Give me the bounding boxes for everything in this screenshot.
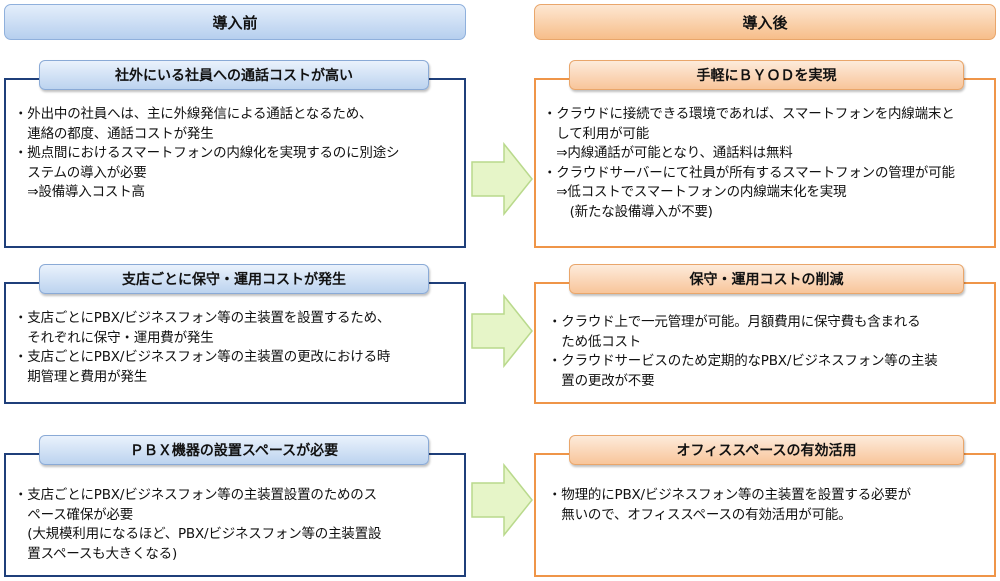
after-title-2: 保守・運用コストの削減: [569, 264, 964, 294]
arrow-shape-2: [471, 294, 533, 368]
arrow-right-icon: [471, 463, 533, 537]
before-title-3: ＰＢＸ機器の設置スペースが必要: [39, 435, 429, 465]
after-box-1: [534, 78, 996, 248]
after-text-2: ・クラウド上で一元管理が可能。月額費用に保守費も含まれる ため低コスト ・クラウ…: [548, 314, 938, 389]
before-title-2: 支店ごとに保守・運用コストが発生: [39, 264, 429, 294]
after-box-2: [534, 282, 996, 404]
after-column-header: 導入後: [534, 4, 996, 40]
after-text-3: ・物理的にPBX/ビジネスフォン等の主装置を設置する必要が 無いので、オフィスス…: [548, 487, 911, 523]
after-title-3: オフィススペースの有効活用: [569, 435, 964, 465]
before-box-2: [4, 282, 466, 404]
before-box-3: [4, 453, 466, 577]
arrow-right-icon: [471, 142, 533, 216]
before-text-1: ・外出中の社員へは、主に外線発信による通話となるため、 連絡の都度、通話コストが…: [14, 106, 400, 200]
before-text-3: ・支店ごとにPBX/ビジネスフォン等の主装置設置のためのス ペース確保が必要 (…: [14, 487, 382, 562]
after-text-1: ・クラウドに接続できる環境であれば、スマートフォンを内線端末と して利用が可能 …: [543, 106, 955, 220]
arrow-right-icon: [471, 294, 533, 368]
arrow-shape-1: [471, 142, 533, 216]
after-title-1: 手軽にＢＹＯＤを実現: [569, 60, 964, 90]
arrow-shape-3: [471, 463, 533, 537]
before-column-header: 導入前: [4, 4, 466, 40]
before-text-2: ・支店ごとにPBX/ビジネスフォン等の主装置を設置するため、 それぞれに保守・運…: [14, 310, 391, 385]
before-title-1: 社外にいる社員への通話コストが高い: [39, 60, 429, 90]
before-box-1: [4, 78, 466, 248]
